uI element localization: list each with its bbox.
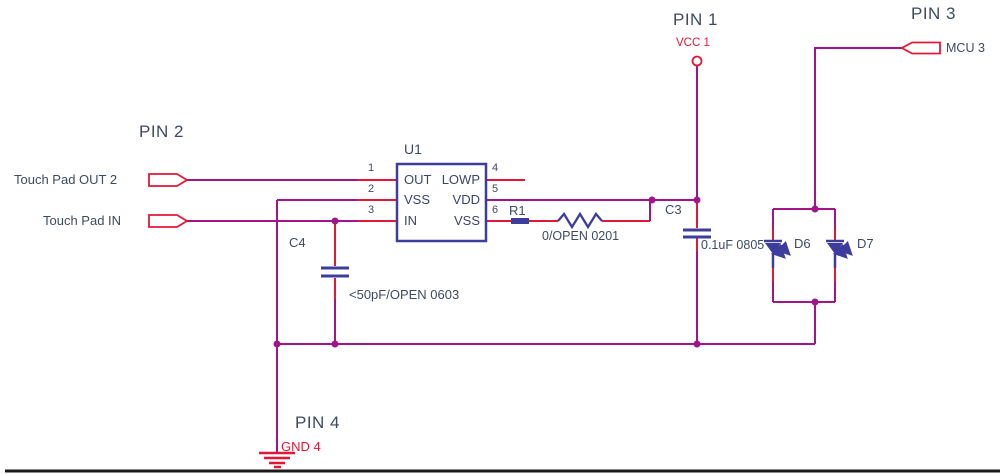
r1-value: 0/OPEN 0201 bbox=[542, 229, 620, 243]
u1-pin4-number: 4 bbox=[492, 162, 499, 174]
mcu-port-icon bbox=[900, 41, 941, 55]
u1-pin1-name: OUT bbox=[404, 172, 432, 187]
d7-light-arrow-2 bbox=[837, 240, 853, 256]
net-wires bbox=[187, 47, 903, 452]
d6-led-icon bbox=[764, 239, 791, 268]
vcc-net-label: VCC 1 bbox=[676, 37, 710, 49]
c4-capacitor-icon bbox=[321, 266, 349, 278]
c4-refdes: C4 bbox=[289, 235, 306, 250]
touchpad-out-port-icon bbox=[148, 173, 189, 187]
junction-led-top bbox=[811, 205, 819, 213]
c3-refdes: C3 bbox=[665, 202, 682, 217]
c4-value: <50pF/OPEN 0603 bbox=[349, 287, 460, 302]
c3-value: 0.1uF 0805 bbox=[701, 238, 765, 252]
d7-light-arrow-1 bbox=[832, 243, 848, 259]
u1-refdes: U1 bbox=[404, 141, 422, 157]
d7-led-icon bbox=[826, 239, 853, 268]
pin3-heading: PIN 3 bbox=[911, 4, 957, 23]
mcu-net-label: MCU 3 bbox=[946, 41, 985, 55]
u1-pin5-name: VDD bbox=[452, 192, 480, 207]
c3-capacitor-icon bbox=[683, 228, 711, 239]
u1-pin4-name: LOWP bbox=[441, 172, 480, 187]
touchpad-in-port-icon bbox=[148, 214, 189, 228]
pin2-heading: PIN 2 bbox=[139, 122, 185, 141]
u1-pin3-number: 3 bbox=[368, 204, 375, 216]
pin-stubs bbox=[334, 179, 836, 299]
u1-pin6-number: 6 bbox=[492, 204, 499, 216]
pin1-heading: PIN 1 bbox=[673, 10, 719, 29]
junction-c4-in bbox=[331, 217, 339, 225]
junction-rail-gnd bbox=[273, 340, 281, 348]
junction-rail-c4 bbox=[331, 340, 339, 348]
d6-light-arrow-1 bbox=[770, 243, 786, 259]
u1-pin2-name: VSS bbox=[404, 192, 431, 207]
u1-pin5-number: 5 bbox=[492, 183, 499, 195]
junction-rail-c3 bbox=[693, 340, 701, 348]
junction-r1-vdd bbox=[648, 196, 656, 204]
wire-mcu-down bbox=[814, 47, 903, 209]
r1-refdes: R1 bbox=[509, 203, 526, 218]
d7-refdes: D7 bbox=[857, 236, 874, 251]
u1-pin1-number: 1 bbox=[368, 162, 375, 174]
d6-light-arrow-2 bbox=[775, 240, 791, 256]
u1-ic-body bbox=[395, 162, 488, 243]
r1-resistor-icon bbox=[557, 211, 603, 230]
junction-vcc-vdd bbox=[693, 196, 701, 204]
touchpad-out-label: Touch Pad OUT 2 bbox=[14, 172, 118, 187]
u1-pin3-name: IN bbox=[404, 213, 417, 228]
u1-pin6-name: VSS bbox=[453, 213, 480, 228]
touchpad-in-label: Touch Pad IN bbox=[43, 213, 122, 228]
gnd-net-label: GND 4 bbox=[281, 439, 321, 454]
d6-refdes: D6 bbox=[794, 236, 811, 251]
vcc-terminal-icon bbox=[691, 55, 703, 67]
junction-led-bottom bbox=[811, 298, 819, 306]
ground-symbol-icon bbox=[259, 451, 295, 469]
r1-body-icon bbox=[511, 218, 529, 224]
u1-pin2-number: 2 bbox=[368, 183, 375, 195]
pin4-heading: PIN 4 bbox=[295, 413, 341, 432]
junction-dots bbox=[273, 196, 819, 348]
